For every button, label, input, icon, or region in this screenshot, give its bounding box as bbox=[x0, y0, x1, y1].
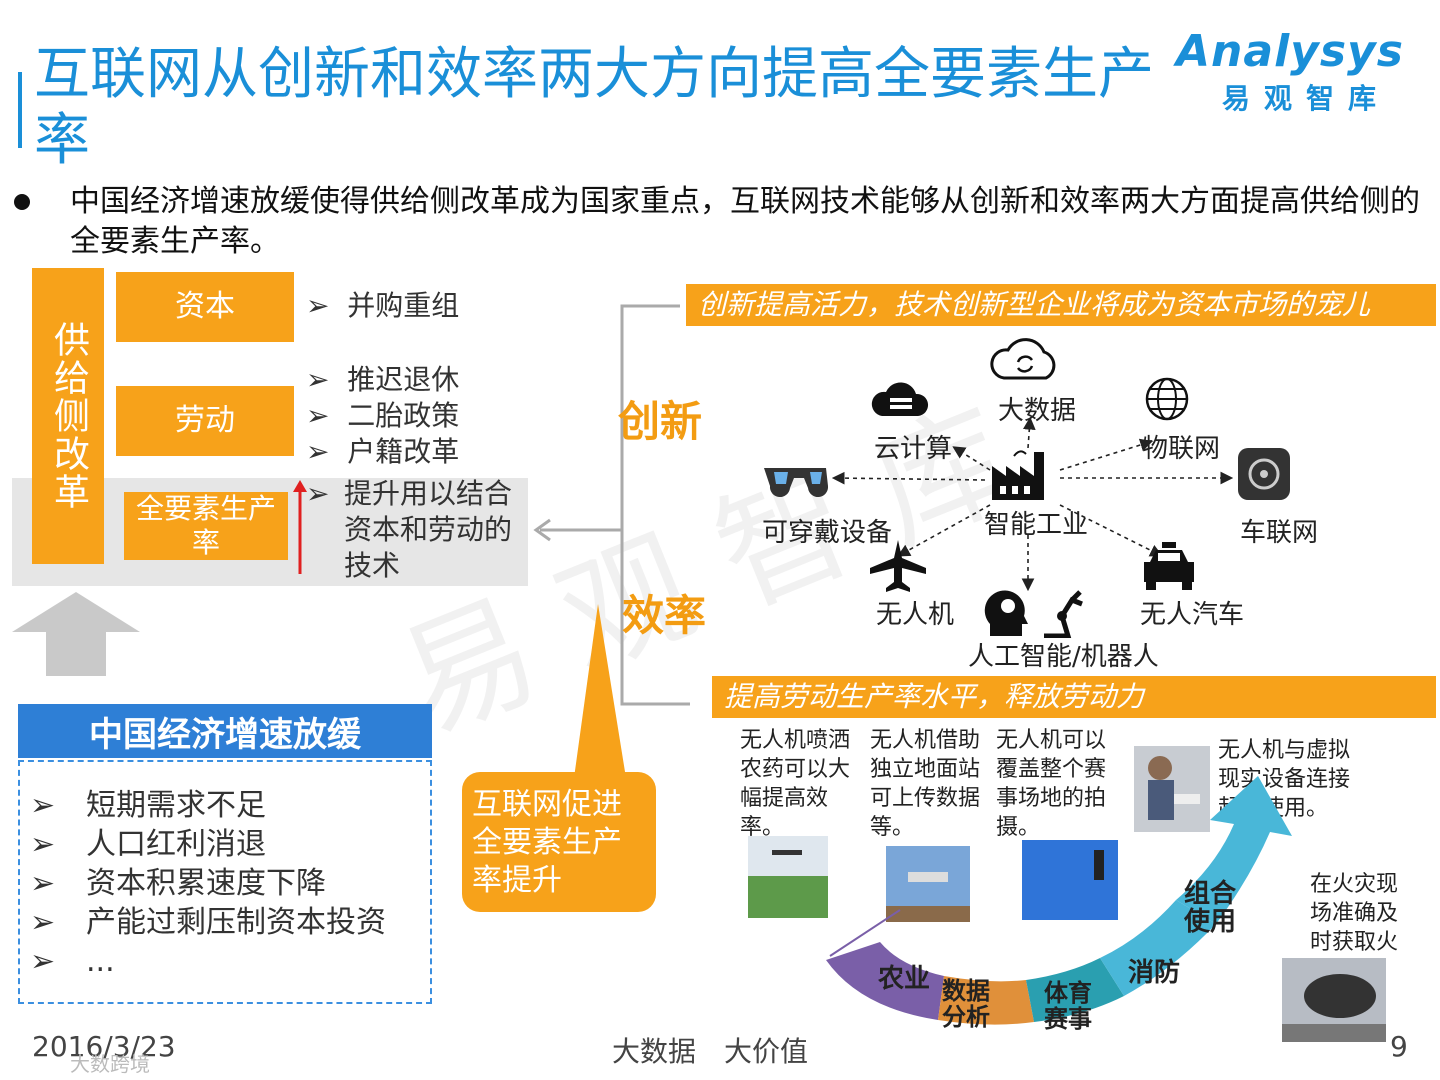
slowdown-panel bbox=[18, 760, 432, 1004]
photo-ground-station-drone bbox=[886, 846, 970, 922]
footer-source-mark: 大数跨境 bbox=[70, 1052, 150, 1076]
red-up-arrow bbox=[293, 480, 307, 574]
cloud-sync-icon bbox=[990, 338, 1056, 380]
photo-vr-drone bbox=[1134, 746, 1210, 832]
callout-pointer bbox=[574, 604, 626, 778]
node-autonomous-car: 无人汽车 bbox=[1140, 600, 1245, 630]
photo-fire-scene bbox=[1282, 958, 1386, 1042]
innovation-banner: 创新提高活力，技术创新型企业将成为资本市场的宠儿 bbox=[686, 284, 1436, 326]
title-accent-bar bbox=[18, 72, 22, 148]
logo-cn: 易观智库 bbox=[1222, 82, 1391, 115]
photo-agriculture-drone bbox=[748, 836, 828, 918]
airplane-icon bbox=[870, 540, 926, 592]
arc-fire: 消防 bbox=[1128, 958, 1181, 988]
smart-glasses-icon bbox=[764, 468, 829, 498]
caption-agriculture: 无人机喷洒农药可以大幅提高效率。 bbox=[740, 728, 851, 840]
footer-date: 2016/3/23 bbox=[32, 1030, 176, 1063]
bracket-connector bbox=[533, 304, 690, 706]
scenario-arc bbox=[826, 776, 1292, 1025]
caption-sports: 无人机可以覆盖整个赛事场地的拍摄。 bbox=[996, 728, 1107, 840]
cloud-server-icon bbox=[871, 382, 929, 416]
chevron-right-icon: ➢ bbox=[306, 289, 330, 322]
chevron-right-icon: ➢ bbox=[30, 788, 56, 823]
node-drone: 无人机 bbox=[876, 600, 955, 630]
efficiency-label: 效率 bbox=[622, 591, 707, 640]
list-item: ➢ 推迟退休 bbox=[306, 363, 460, 396]
globe-icon bbox=[1145, 377, 1189, 421]
chevron-right-icon: ➢ bbox=[30, 866, 56, 901]
efficiency-banner: 提高劳动生产率水平，释放劳动力 bbox=[712, 676, 1436, 718]
footer-slogan: 大数据 大价值 bbox=[612, 1035, 809, 1068]
factor-capital: 资本 bbox=[116, 272, 294, 342]
caption-data: 无人机借助独立地面站可上传数据等。 bbox=[870, 728, 981, 840]
node-center: 智能工业 bbox=[984, 510, 1089, 540]
page-number: 9 bbox=[1390, 1030, 1408, 1063]
photo-sports-drone bbox=[1022, 840, 1118, 920]
capital-list: ➢ 并购重组 bbox=[306, 288, 459, 324]
arc-sports: 体育赛事 bbox=[1044, 979, 1092, 1033]
node-iot: 物联网 bbox=[1142, 434, 1221, 464]
list-item: ➢产能过剩压制资本投资 bbox=[30, 905, 386, 940]
node-bigdata: 大数据 bbox=[998, 396, 1077, 426]
list-item: ➢... bbox=[30, 944, 115, 979]
chevron-right-icon: ➢ bbox=[306, 363, 330, 396]
chevron-right-icon: ➢ bbox=[30, 905, 56, 940]
list-item: ➢短期需求不足 bbox=[30, 788, 266, 823]
list-item: ➢ 户籍改革 bbox=[306, 435, 460, 468]
list-item: ➢资本积累速度下降 bbox=[30, 866, 326, 901]
list-item: ➢人口红利消退 bbox=[30, 827, 266, 862]
bullet-icon bbox=[14, 194, 30, 210]
list-item: ➢ 并购重组 bbox=[306, 289, 460, 322]
node-cloud: 云计算 bbox=[874, 434, 953, 464]
gray-up-arrow bbox=[12, 592, 140, 676]
node-wearable: 可穿戴设备 bbox=[762, 518, 893, 548]
tfp-list: ➢ 提升用以结合资本和劳动的技术 bbox=[306, 476, 524, 584]
internet-tfp-callout: 互联网促进全要素生产率提升 bbox=[462, 772, 656, 912]
factor-tfp: 全要素生产率 bbox=[124, 492, 288, 560]
tfp-item: 提升用以结合资本和劳动的技术 bbox=[344, 477, 513, 582]
page-title: 互联网从创新和效率两大方向提高全要素生产率 bbox=[34, 42, 1154, 173]
chevron-right-icon: ➢ bbox=[306, 477, 330, 510]
arc-data: 数据分析 bbox=[942, 977, 990, 1031]
arc-combined: 组合使用 bbox=[1184, 879, 1237, 937]
chevron-right-icon: ➢ bbox=[30, 944, 56, 979]
chevron-right-icon: ➢ bbox=[30, 827, 56, 862]
factory-icon bbox=[992, 450, 1044, 500]
labor-list: ➢ 推迟退休 ➢ 二胎政策 ➢ 户籍改革 bbox=[306, 362, 459, 470]
supply-side-column: 供给侧改革 bbox=[32, 268, 104, 564]
factor-labor: 劳动 bbox=[116, 386, 294, 456]
chevron-right-icon: ➢ bbox=[306, 399, 330, 432]
innovation-label: 创新 bbox=[618, 397, 703, 446]
logo: Analysys 易观智库 bbox=[1176, 26, 1416, 126]
ai-robot-icon bbox=[984, 590, 1083, 638]
slowdown-list: ➢短期需求不足 ➢人口红利消退 ➢资本积累速度下降 ➢产能过剩压制资本投资 ➢.… bbox=[30, 786, 386, 981]
node-connected-car: 车联网 bbox=[1240, 518, 1319, 548]
logo-en: Analysys bbox=[1176, 26, 1404, 77]
car-dashboard-icon bbox=[1238, 448, 1290, 500]
network-links bbox=[831, 416, 1234, 592]
chevron-right-icon: ➢ bbox=[306, 435, 330, 468]
car-icon bbox=[1144, 542, 1194, 590]
slowdown-title: 中国经济增速放缓 bbox=[18, 704, 432, 758]
arc-agriculture: 农业 bbox=[878, 964, 931, 994]
node-ai: 人工智能/机器人 bbox=[968, 642, 1159, 672]
intro-text: 中国经济增速放缓使得供给侧改革成为国家重点，互联网技术能够从创新和效率两大方面提… bbox=[70, 184, 1420, 259]
list-item: ➢ 二胎政策 bbox=[306, 399, 460, 432]
